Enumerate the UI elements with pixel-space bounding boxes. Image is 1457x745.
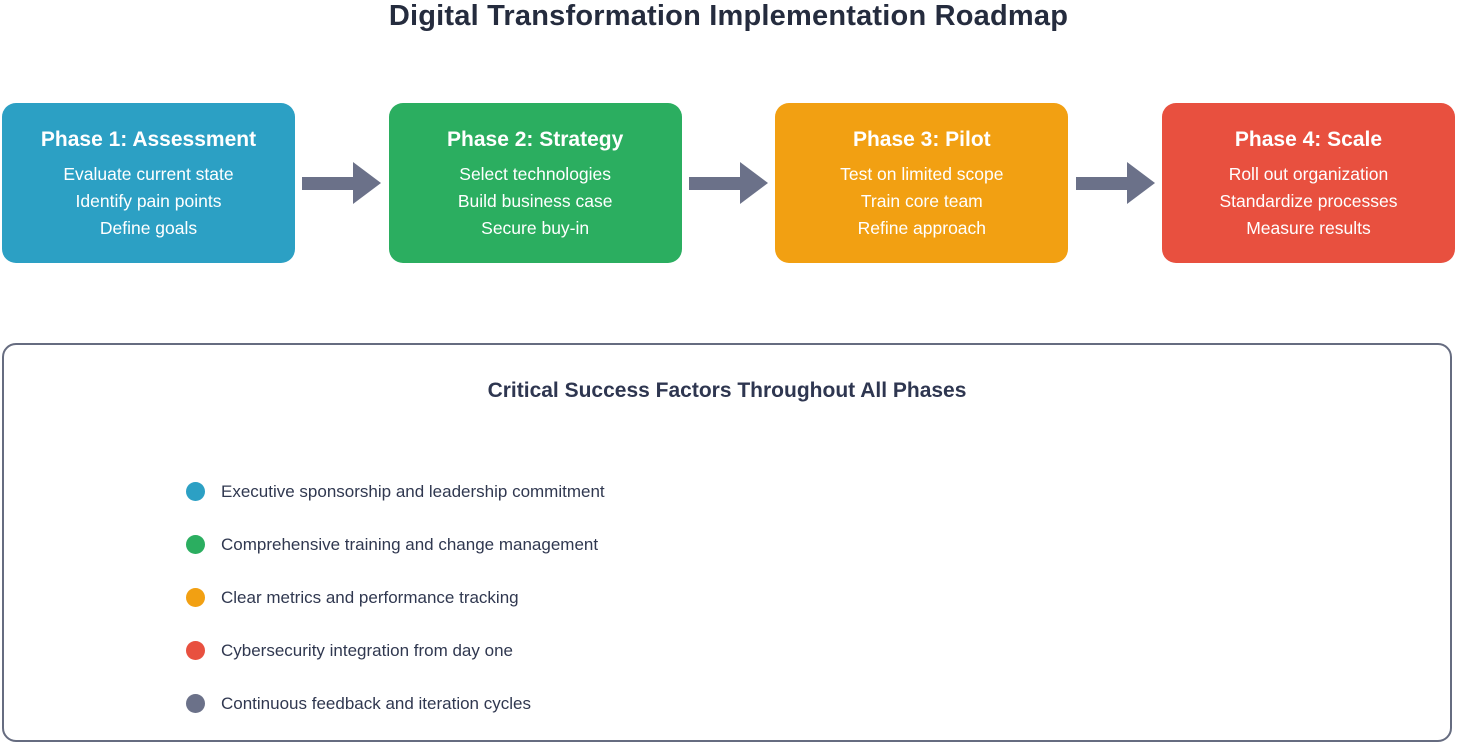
phase-item: Train core team [860, 191, 983, 211]
page-title: Digital Transformation Implementation Ro… [388, 0, 1069, 32]
bullet-dot-icon [186, 641, 205, 660]
success-factors-panel: Critical Success Factors Throughout All … [2, 343, 1452, 742]
factor-item: Executive sponsorship and leadership com… [186, 482, 1450, 501]
phase-item: Evaluate current state [63, 164, 234, 184]
phase-title: Phase 1: Assessment [40, 128, 257, 151]
factor-item: Clear metrics and performance tracking [186, 588, 1450, 607]
phase-card-scale: Phase 4: Scale Roll out organization Sta… [1161, 103, 1455, 263]
phase-title: Phase 3: Pilot [852, 128, 991, 151]
phase-item: Test on limited scope [840, 164, 1004, 184]
arrow-head [739, 162, 768, 204]
arrow-head [1126, 162, 1155, 204]
arrow-shaft [302, 177, 355, 190]
arrow-right-icon [1075, 162, 1155, 204]
arrow-head [353, 162, 382, 204]
phase-item: Secure buy-in [481, 218, 590, 238]
phase-title: Phase 4: Scale [1234, 128, 1383, 151]
factor-label: Executive sponsorship and leadership com… [221, 481, 605, 501]
phase-item: Identify pain points [75, 191, 222, 211]
bullet-dot-icon [186, 535, 205, 554]
factor-label: Comprehensive training and change manage… [221, 534, 599, 554]
factor-label: Clear metrics and performance tracking [221, 587, 519, 607]
success-factors-title: Critical Success Factors Throughout All … [487, 379, 967, 402]
phase-card-assessment: Phase 1: Assessment Evaluate current sta… [2, 103, 295, 263]
phase-item: Measure results [1246, 218, 1371, 238]
phase-item: Define goals [99, 218, 198, 238]
factor-item: Cybersecurity integration from day one [186, 641, 1450, 660]
phase-card-strategy: Phase 2: Strategy Select technologies Bu… [388, 103, 682, 263]
phase-flow-row: Phase 1: Assessment Evaluate current sta… [2, 103, 1455, 263]
factor-list: Executive sponsorship and leadership com… [4, 482, 1450, 713]
phase-item: Build business case [457, 191, 613, 211]
phase-item: Standardize processes [1219, 191, 1398, 211]
bullet-dot-icon [186, 482, 205, 501]
factor-item: Comprehensive training and change manage… [186, 535, 1450, 554]
bullet-dot-icon [186, 588, 205, 607]
arrow-shaft [688, 177, 741, 190]
factor-label: Continuous feedback and iteration cycles [221, 693, 531, 713]
factor-label: Cybersecurity integration from day one [221, 640, 513, 660]
arrow-right-icon [688, 162, 768, 204]
phase-item: Select technologies [459, 164, 612, 184]
arrow-shaft [1075, 177, 1128, 190]
phase-item: Refine approach [857, 218, 987, 238]
phase-title: Phase 2: Strategy [447, 128, 624, 151]
phase-item: Roll out organization [1228, 164, 1389, 184]
factor-item: Continuous feedback and iteration cycles [186, 694, 1450, 713]
arrow-right-icon [302, 162, 382, 204]
phase-card-pilot: Phase 3: Pilot Test on limited scope Tra… [775, 103, 1069, 263]
bullet-dot-icon [186, 694, 205, 713]
